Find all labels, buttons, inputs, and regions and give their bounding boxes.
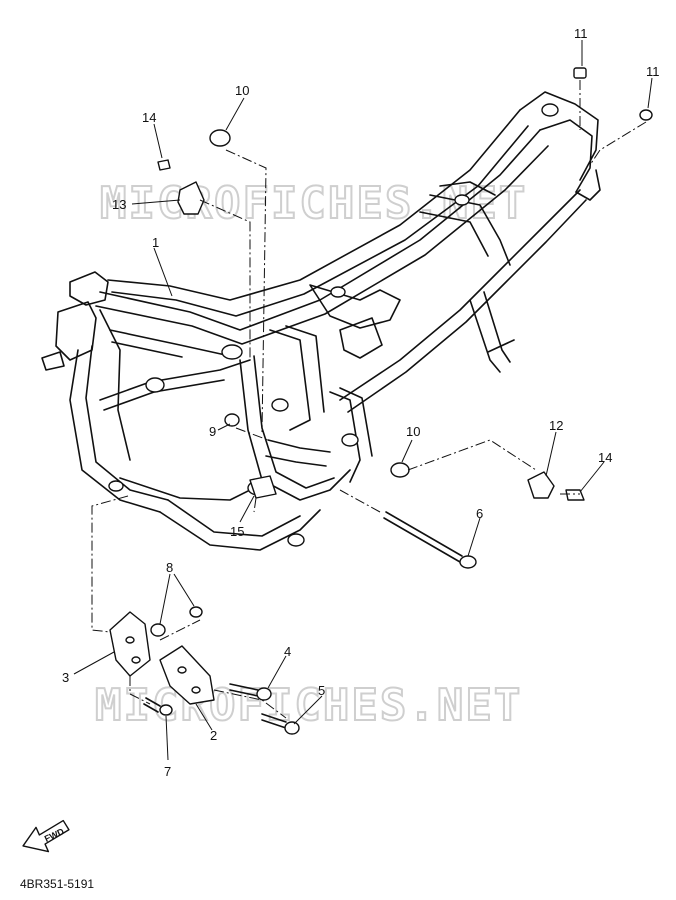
collar-10-lower	[390, 462, 410, 478]
bolt-7	[143, 697, 173, 716]
label-part-4: 4	[284, 644, 291, 659]
collar-10-upper	[209, 129, 231, 147]
bolt-14-upper	[157, 159, 171, 171]
reference-code: 4BR351-5191	[20, 877, 94, 891]
bolt-14-right	[565, 489, 585, 501]
bracket-13	[177, 181, 205, 215]
bracket-12	[527, 471, 555, 499]
bolt-4	[229, 683, 272, 701]
label-part-1: 1	[152, 235, 159, 250]
label-part-13: 13	[112, 197, 126, 212]
label-part-14-right: 14	[598, 450, 612, 465]
nut-8-a	[150, 623, 166, 637]
bolt-5	[261, 713, 300, 735]
washer-9	[224, 413, 240, 427]
label-part-11-right: 11	[646, 64, 660, 79]
label-part-12: 12	[549, 418, 563, 433]
label-part-8: 8	[166, 560, 173, 575]
label-part-10-lower: 10	[406, 424, 420, 439]
label-part-2: 2	[210, 728, 217, 743]
engine-bracket-3	[109, 611, 151, 677]
label-part-15: 15	[230, 524, 244, 539]
label-part-9: 9	[209, 424, 216, 439]
label-part-6: 6	[476, 506, 483, 521]
label-part-3: 3	[62, 670, 69, 685]
forward-arrow-icon: FWD	[22, 819, 70, 853]
nut-8-b	[189, 606, 203, 618]
through-bolt-6	[383, 511, 477, 569]
main-frame	[41, 91, 601, 551]
label-part-7: 7	[164, 764, 171, 779]
label-part-14-upper: 14	[142, 110, 156, 125]
label-part-11-top: 11	[574, 26, 588, 41]
nut-11-top	[573, 67, 587, 79]
spacer-15	[249, 475, 277, 499]
label-part-10-upper: 10	[235, 83, 249, 98]
label-part-5: 5	[318, 683, 325, 698]
nut-11-right	[639, 109, 653, 121]
